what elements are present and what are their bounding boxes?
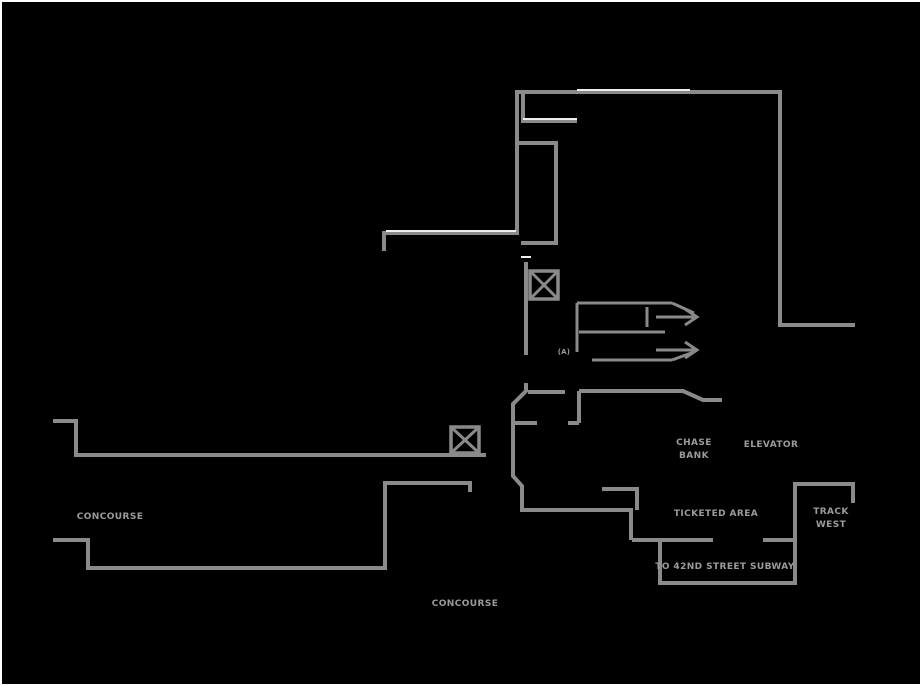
wall-highlights <box>386 89 690 258</box>
label-concourse-bottom: CONCOURSE <box>432 599 499 609</box>
elevator-icon-upper <box>528 269 560 301</box>
upper-room-walls <box>382 90 855 355</box>
label-bank-line1: CHASE <box>676 438 712 448</box>
label-ticketed-area: TICKETED AREA <box>674 509 758 519</box>
elevator-icon-concourse <box>449 425 481 455</box>
label-concourse-left: CONCOURSE <box>77 512 144 522</box>
label-bank-line2: BANK <box>679 451 710 461</box>
label-track-west-line1: TRACK <box>813 507 849 517</box>
escalator-bank <box>575 301 700 362</box>
ticketed-area-walls <box>632 482 855 585</box>
label-elevator: ELEVATOR <box>744 440 799 450</box>
center-room-walls <box>511 383 722 540</box>
label-stair-marker: (A) <box>558 348 570 356</box>
label-track-west-line2: WEST <box>816 520 847 530</box>
label-exit-passage: TO 42ND STREET SUBWAY <box>655 562 794 572</box>
escalator-arrows-icon <box>656 307 700 360</box>
concourse-corridor-walls <box>53 419 486 570</box>
